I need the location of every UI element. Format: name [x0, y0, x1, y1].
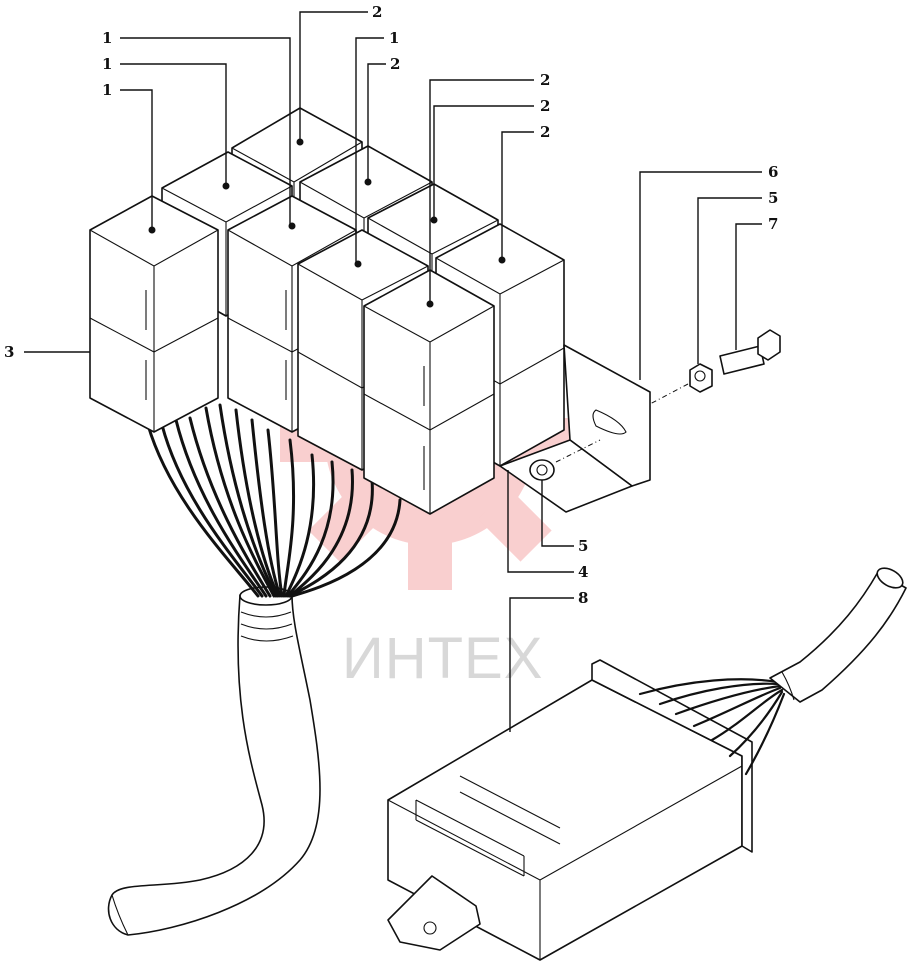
nut-upper	[689, 363, 713, 393]
callout-label: 1	[102, 29, 112, 47]
callout-label: 7	[768, 215, 778, 233]
callout-label: 2	[390, 55, 400, 73]
callout-label: 1	[389, 29, 399, 47]
callout-labels: 2 1 1 1 1 2 2 2 2 6 5 7 3 5 4 8	[4, 3, 778, 607]
callout-label: 2	[372, 3, 382, 21]
bolt	[719, 329, 781, 375]
control-unit-cable	[769, 567, 907, 703]
watermark-text: ИНТЕХ	[342, 626, 543, 691]
relay-block	[89, 107, 565, 515]
control-unit-wires	[638, 678, 786, 776]
callout-label: 2	[540, 71, 550, 89]
nut-lower	[529, 459, 555, 481]
callout-label: 3	[4, 343, 14, 361]
relay-front-corner	[363, 269, 495, 515]
callout-label: 8	[578, 589, 588, 607]
control-unit-box	[387, 659, 753, 961]
callout-leader-lines	[24, 11, 762, 732]
callout-label: 5	[768, 189, 778, 207]
callout-label: 5	[578, 537, 588, 555]
callout-label: 2	[540, 123, 550, 141]
callout-label: 1	[102, 55, 112, 73]
relay-front-left	[89, 195, 219, 433]
callout-label: 1	[102, 81, 112, 99]
callout-label: 6	[768, 163, 778, 181]
mounting-bracket	[499, 344, 651, 513]
wire-harness-hose	[107, 586, 321, 936]
callout-label: 2	[540, 97, 550, 115]
callout-label: 4	[578, 563, 588, 581]
relay-wires	[146, 403, 402, 598]
